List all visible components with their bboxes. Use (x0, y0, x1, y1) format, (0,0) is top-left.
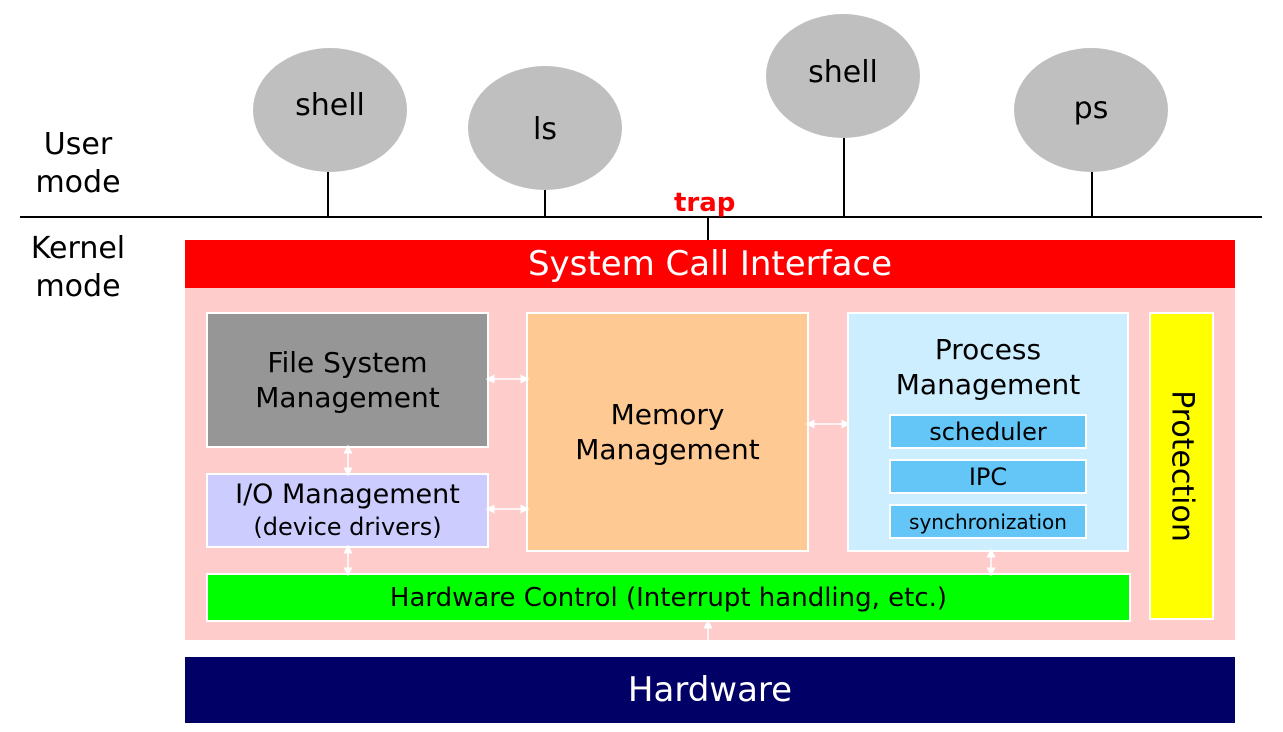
hardware-box: Hardware (185, 657, 1235, 723)
hardware-label: Hardware (627, 670, 793, 710)
memory-management-box: Memory Management (526, 312, 809, 552)
io-management-box: I/O Management (device drivers) (206, 473, 489, 548)
protection-box: Protection (1149, 312, 1214, 620)
user-mode-line-1: User (43, 127, 113, 162)
process-label: shell (808, 54, 878, 90)
file-system-line-1: File System (267, 346, 428, 379)
memory-line-1: Memory (610, 398, 725, 431)
process-label: ls (533, 111, 557, 147)
process-connector-line (1091, 172, 1093, 218)
process-circle-ps: ps (1014, 48, 1168, 172)
process-management-title: Process Management (849, 332, 1127, 402)
hardware-control-box: Hardware Control (Interrupt handling, et… (206, 573, 1131, 622)
scheduler-box: scheduler (889, 414, 1087, 449)
kernel-mode-label: Kernel mode (16, 230, 140, 306)
file-system-management-box: File System Management (206, 312, 489, 448)
hardware-control-label: Hardware Control (Interrupt handling, et… (389, 582, 948, 613)
kernel-mode-line-1: Kernel (30, 231, 126, 266)
trap-label: trap (674, 188, 736, 218)
user-mode-line-2: mode (35, 165, 121, 200)
io-line-2: (device drivers) (253, 512, 442, 541)
process-label: shell (295, 87, 365, 123)
system-call-interface: System Call Interface (185, 240, 1235, 288)
io-line-1: I/O Management (235, 478, 460, 510)
process-title-line-2: Management (895, 368, 1081, 401)
process-label: ps (1073, 90, 1109, 126)
trap-connector-line (707, 218, 709, 242)
ipc-box: IPC (889, 459, 1087, 494)
file-system-line-2: Management (255, 381, 440, 414)
scheduler-label: scheduler (929, 417, 1047, 446)
process-circle-shell-1: shell (253, 48, 407, 172)
memory-line-2: Management (575, 433, 760, 466)
process-circle-shell-2: shell (766, 14, 920, 138)
process-connector-line (327, 172, 329, 218)
process-connector-line (544, 190, 546, 218)
kernel-mode-line-2: mode (35, 269, 121, 304)
process-title-line-1: Process (934, 333, 1042, 366)
process-connector-line (843, 138, 845, 218)
process-circle-ls: ls (468, 66, 622, 190)
ipc-label: IPC (968, 462, 1008, 491)
synchronization-label: synchronization (909, 509, 1067, 534)
user-kernel-divider (20, 216, 1262, 218)
system-call-interface-label: System Call Interface (527, 244, 893, 284)
synchronization-box: synchronization (889, 504, 1087, 539)
user-mode-label: User mode (28, 126, 128, 202)
